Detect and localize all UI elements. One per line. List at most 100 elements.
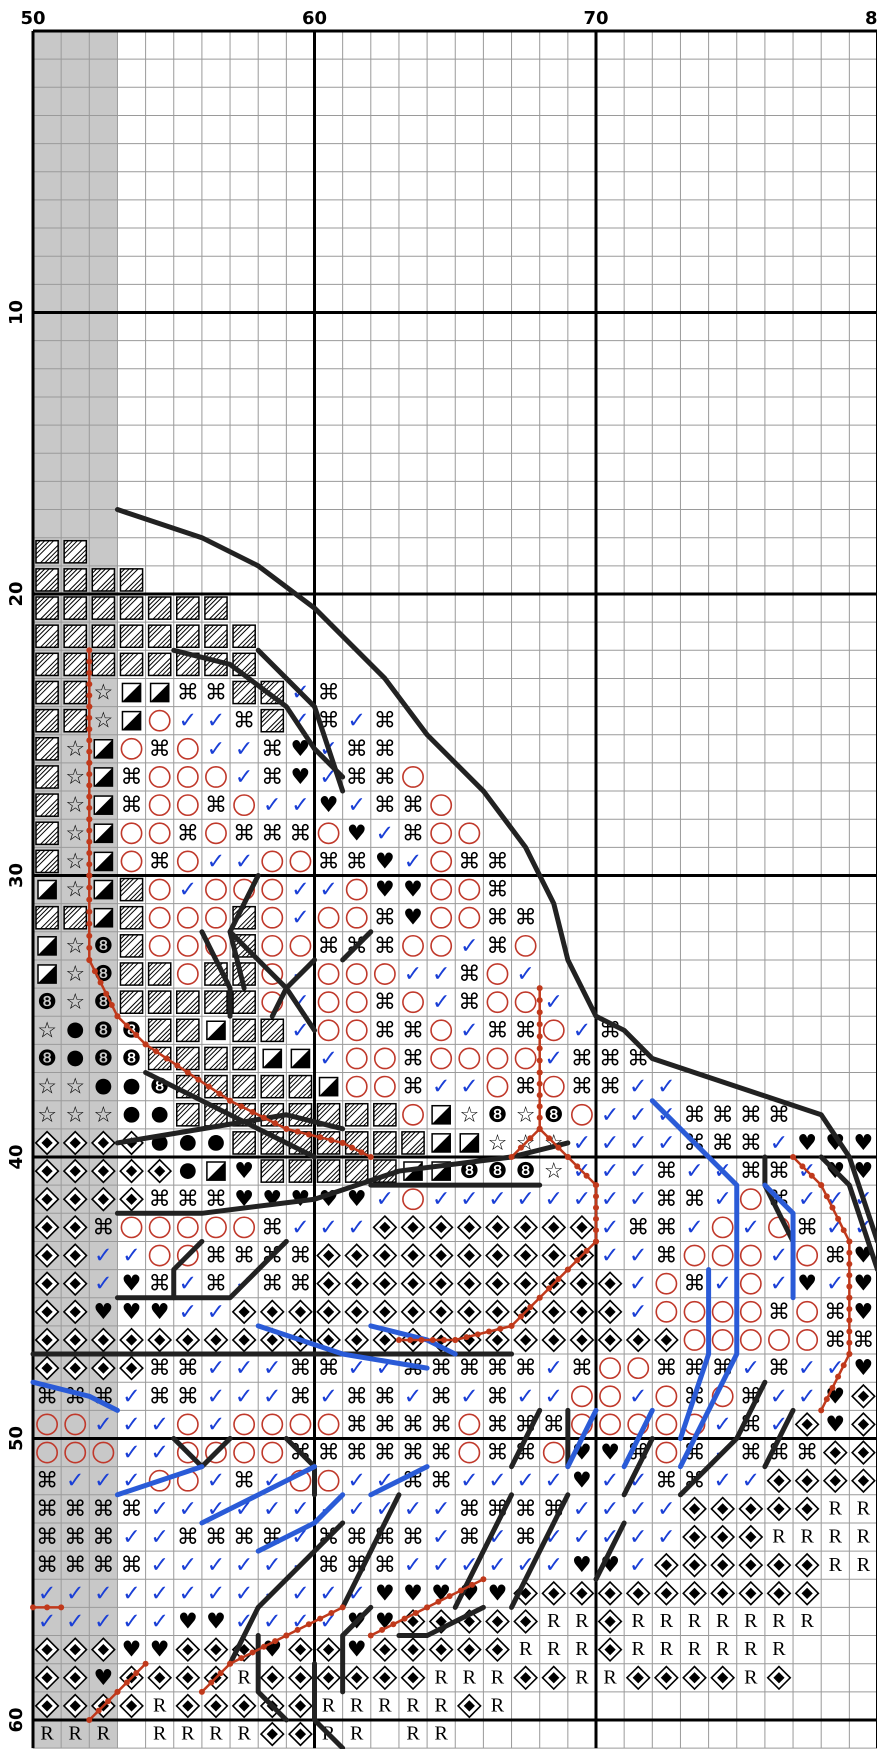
stitch-cell: ✓ [263,1609,281,1634]
stitch-cell: ✓ [573,1525,591,1550]
stitch-cell [374,1104,396,1126]
french-knot [272,1638,278,1644]
stitch-cell [289,1667,312,1690]
french-knot [44,1604,50,1610]
stitch-cell [205,991,227,1013]
svg-text:✓: ✓ [348,1497,366,1522]
stitch-cell [403,1105,423,1125]
french-knot [86,647,92,653]
svg-text:⌘: ⌘ [458,849,480,874]
svg-text:⌘: ⌘ [374,1018,396,1043]
stitch-cell: ⌘ [205,1244,227,1269]
french-knot [518,1314,524,1320]
stitch-cell: ✓ [601,1131,619,1156]
french-knot [86,692,92,698]
stitch-cell: ⌘ [261,1215,283,1240]
stitch-cell [261,1301,284,1324]
stitch-cell [150,936,170,956]
stitch-cell [121,851,141,871]
svg-text:✓: ✓ [742,1469,760,1494]
stitch-cell: ✓ [432,1553,450,1578]
stitch-cell [347,1048,367,1068]
stitch-cell [824,1469,847,1492]
stitch-cell [207,1162,225,1180]
stitch-cell [740,1582,763,1605]
stitch-cell: ⌘ [374,1441,396,1466]
svg-text:✓: ✓ [545,990,563,1015]
stitch-cell: ⌘ [374,1412,396,1437]
stitch-cell: ☆ [65,990,85,1015]
stitch-cell [177,1104,199,1126]
stitch-cell [262,879,282,899]
stitch-cell [515,992,535,1012]
stitch-cell [627,1329,650,1352]
svg-text:✓: ✓ [488,1553,506,1578]
svg-text:✓: ✓ [348,1215,366,1240]
stitch-cell: ❽ [544,1103,564,1128]
row-label: 60 [6,1707,27,1732]
stitch-cell: ✓ [319,1384,337,1409]
svg-text:✓: ✓ [150,1412,168,1437]
stitch-cell [684,1302,704,1322]
row-label: 20 [6,581,27,606]
stitch-cell [599,1272,622,1295]
stitch-cell: ⌘ [402,821,424,846]
stitch-cell [458,1244,481,1267]
svg-text:☆: ☆ [65,962,85,987]
french-knot [124,1679,130,1685]
row-label: 50 [6,1426,27,1451]
french-knot [103,991,109,997]
stitch-cell [206,1217,226,1237]
stitch-cell: ⌘ [486,906,508,931]
svg-text:⌘: ⌘ [486,1018,508,1043]
svg-text:✓: ✓ [629,1244,647,1269]
stitch-cell [459,823,479,843]
svg-text:✓: ✓ [319,1581,337,1606]
svg-text:✓: ✓ [713,1469,731,1494]
svg-text:✓: ✓ [376,821,394,846]
stitch-cell [36,653,58,675]
svg-text:R: R [829,1554,843,1576]
french-knot [458,1588,464,1594]
svg-text:♥: ♥ [854,1356,874,1381]
svg-text:⌘: ⌘ [486,1356,508,1381]
stitch-cell: ❽ [516,1159,536,1184]
svg-text:✓: ✓ [94,1469,112,1494]
svg-text:✓: ✓ [545,1046,563,1071]
stitch-cell [318,908,338,928]
stitch-cell [36,597,58,619]
stitch-cell: ✓ [348,1497,366,1522]
stitch-cell [234,1217,254,1237]
stitch-cell [36,541,58,563]
stitch-cell [67,1051,83,1067]
stitch-cell [347,1020,367,1040]
svg-text:♥: ♥ [347,821,367,846]
stitch-cell [374,1272,397,1295]
stitch-cell: ✓ [319,1215,337,1240]
stitch-cell [36,794,58,816]
stitch-cell: ⌘ [655,1469,677,1494]
stitch-cell: ☆ [65,765,85,790]
svg-text:R: R [491,1695,505,1717]
svg-text:R: R [491,1666,505,1688]
svg-text:♥: ♥ [122,1638,142,1663]
stitch-cell: ⌘ [374,906,396,931]
french-knot [86,681,92,687]
stitch-cell [655,1554,678,1577]
stitch-cell: R [97,1723,111,1745]
stitch-cell [543,1582,566,1605]
stitch-cell [852,1385,875,1408]
stitch-cell: ⌘ [177,1384,199,1409]
stitch-cell: ✓ [516,1384,534,1409]
svg-text:⌘: ⌘ [177,681,199,706]
stitch-cell [543,1301,566,1324]
stitch-cell: ♥ [122,1300,142,1325]
french-knot [593,1182,599,1188]
french-knot [846,1283,852,1289]
stitch-cell: ✓ [94,1412,112,1437]
stitch-cell: ♥ [572,1553,592,1578]
stitch-cell [740,1526,763,1549]
svg-text:⌘: ⌘ [430,1412,452,1437]
svg-text:R: R [744,1610,758,1632]
stitch-cell: ♥ [94,1300,114,1325]
